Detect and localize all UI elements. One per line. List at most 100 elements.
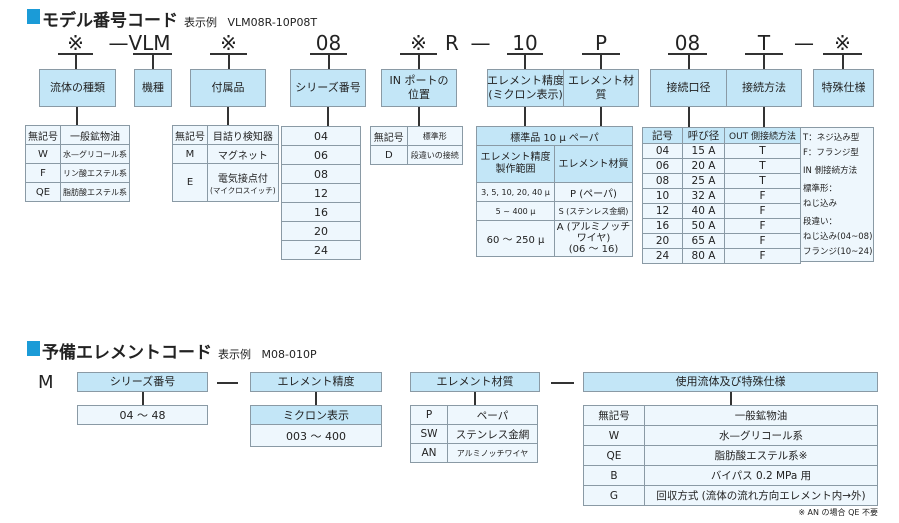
cell: T xyxy=(724,143,801,159)
cell: S (ステンレス金網) xyxy=(554,201,633,221)
cell: E xyxy=(172,163,208,202)
table-row: 無記号一般鉱物油 xyxy=(583,405,878,426)
note-line: F：フランジ型 xyxy=(803,148,859,158)
code-segment: ※ xyxy=(410,31,427,55)
box-fluid-spec: 使用流体及び特殊仕様 xyxy=(583,372,878,392)
connector-line xyxy=(688,54,690,69)
dash xyxy=(217,382,238,384)
note-line: 標準形： xyxy=(803,184,838,194)
box-model: 機種 xyxy=(134,69,172,107)
box-connection-method: 接続方法 xyxy=(726,69,802,107)
cell: OUT 側接続方法 xyxy=(724,127,801,144)
box-fluid-type: 流体の種類 xyxy=(39,69,116,107)
cell: 一般鉱物油 xyxy=(644,405,878,426)
cell: F xyxy=(724,233,801,249)
cell: 10 xyxy=(642,188,683,204)
precision-table: ミクロン表示 003 ～ 400 xyxy=(250,405,382,447)
code-segment: T xyxy=(757,31,771,55)
cell: バイパス 0.2 MPa 用 xyxy=(644,465,878,486)
connector-line xyxy=(75,54,77,69)
code-segment: — xyxy=(470,31,491,55)
cell: 40 A xyxy=(682,203,725,219)
cell: 回収方式 (流体の流れ方向エレメント内→外) xyxy=(644,485,878,506)
connector-line xyxy=(418,54,420,69)
code-segment: 08 xyxy=(315,31,342,55)
cell: 08 xyxy=(642,173,683,189)
cell: 20 A xyxy=(682,158,725,174)
cell: 25 A xyxy=(682,173,725,189)
cell: G xyxy=(583,485,645,506)
cell: SW xyxy=(410,424,448,444)
example-code: VLM08R-10P08T xyxy=(227,16,318,29)
cell: 脂肪酸エステル系 xyxy=(60,182,130,202)
example-label: 表示例 xyxy=(218,348,251,361)
cell-sub: (06 ～ 16) xyxy=(568,244,619,255)
cell: 標準形 xyxy=(406,126,464,146)
cell: 無記号 xyxy=(25,125,61,145)
box-inport: IN ポートの 位置 xyxy=(381,69,457,107)
box-series: シリーズ番号 xyxy=(290,69,366,107)
note-line: IN 側接続方法 xyxy=(803,166,858,176)
code-segment: ※ xyxy=(67,31,84,55)
cell: 65 A xyxy=(682,233,725,249)
example-code: M08-010P xyxy=(261,348,317,361)
cell: W xyxy=(25,144,61,164)
cell: 12 xyxy=(642,203,683,219)
table-row: 24 xyxy=(281,240,361,260)
cell: 無記号 xyxy=(583,405,645,426)
cell: ミクロン表示 xyxy=(250,405,382,425)
box-precision: エレメント精度 xyxy=(250,372,382,392)
cell: 脂肪酸エステル系※ xyxy=(644,445,878,466)
cell: ステンレス金網 xyxy=(447,424,538,444)
cell: A (アルミノッチワイヤ)(06 ～ 16) xyxy=(554,220,633,257)
connector-line xyxy=(763,54,765,69)
cell: 50 A xyxy=(682,218,725,234)
cell: P xyxy=(410,405,448,425)
connector-line xyxy=(600,54,602,69)
cell: 12 xyxy=(281,183,361,203)
title-text: 予備エレメントコード xyxy=(42,343,212,363)
note-line: ねじ込み xyxy=(803,199,838,209)
cell: 20 xyxy=(281,221,361,241)
cell: F xyxy=(724,218,801,234)
cell: 5 ~ 400 μ xyxy=(476,201,555,221)
section-marker-icon xyxy=(27,9,40,24)
connector-line xyxy=(842,54,844,69)
cell: B xyxy=(583,465,645,486)
title-text: モデル番号コード xyxy=(42,11,178,31)
model-code-title: モデル番号コード表示例 VLM08R-10P08T xyxy=(42,6,317,31)
spare-code-title: 予備エレメントコード表示例 M08-010P xyxy=(42,338,317,363)
cell: 呼び径 xyxy=(682,127,725,144)
cell: M xyxy=(172,144,208,164)
cell: 04 xyxy=(281,126,361,146)
connector-line xyxy=(474,392,476,405)
cell: 標準品 10 μ ペーパ xyxy=(476,126,633,146)
code-segment: 08 xyxy=(674,31,701,55)
box-accessory: 付属品 xyxy=(190,69,266,107)
connector-line xyxy=(142,392,144,405)
box-material: エレメント材質 xyxy=(410,372,540,392)
table-row: 16 xyxy=(281,202,361,222)
element-table: 標準品 10 μ ペーパ エレメント精度 製作範囲エレメント材質 3, 5, 1… xyxy=(476,126,633,257)
box-special-spec: 特殊仕様 xyxy=(813,69,874,107)
cell: 一般鉱物油 xyxy=(60,125,130,145)
connector-line xyxy=(327,107,329,126)
cell: リン酸エステル系 xyxy=(60,163,130,183)
code-segment: P xyxy=(594,31,608,55)
note-line: ねじ込み(04~08) xyxy=(803,232,873,242)
connector-line xyxy=(227,107,229,126)
cell: エレメント材質 xyxy=(554,145,633,183)
cell-main: 電気接点付 xyxy=(217,173,268,185)
